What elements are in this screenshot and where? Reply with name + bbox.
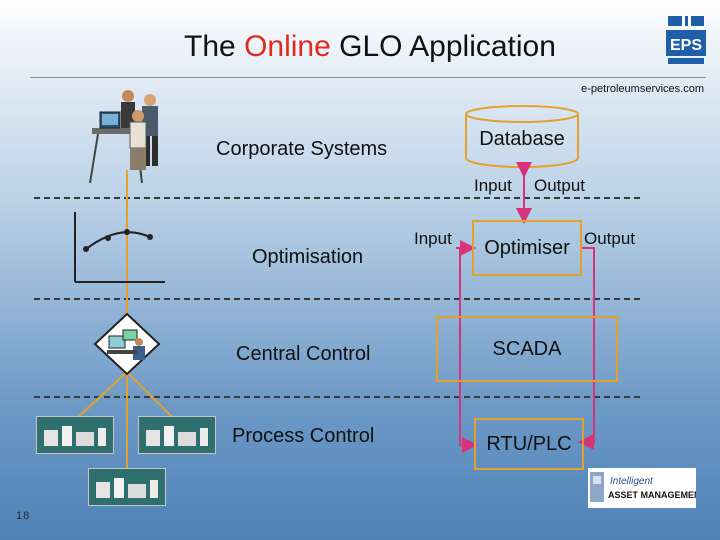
operator-workstation-illustration <box>93 312 161 381</box>
process-plant-icon <box>35 415 115 455</box>
office-workers-icon <box>89 90 158 184</box>
separator-3 <box>34 396 640 398</box>
badge-line1: Intelligent <box>610 476 654 487</box>
page-number: 18 <box>16 510 31 522</box>
plant-photo-left <box>35 415 115 459</box>
scada-label: SCADA <box>492 337 562 360</box>
eps-logo: EPS <box>664 14 708 71</box>
process-plant-icon <box>137 415 217 455</box>
website-url: e-petroleumservices.com <box>581 83 704 95</box>
db-output-label: Output <box>534 176 586 195</box>
database-label: Database <box>479 128 565 150</box>
optimisation-curve-icon <box>74 212 165 283</box>
db-input-label: Input <box>474 176 512 195</box>
opt-output-label: Output <box>584 229 636 248</box>
title-accent: Online <box>244 30 331 63</box>
asset-management-logo-icon: Intelligent ASSET MANAGEMENT <box>588 468 707 508</box>
rtu-plc-label: RTU/PLC <box>486 432 572 455</box>
process-control-label: Process Control <box>232 425 375 447</box>
corporate-people-illustration <box>80 88 170 193</box>
optimisation-label: Optimisation <box>252 246 364 268</box>
title-rule <box>30 77 706 78</box>
line-central-to-plant-left <box>74 371 128 421</box>
plant-photo-bottom <box>87 467 167 511</box>
badge-line2: ASSET MANAGEMENT <box>608 490 696 500</box>
line-central-to-plant-right <box>126 371 176 421</box>
rtu-plc-box: RTU/PLC <box>474 418 584 470</box>
operator-icon <box>93 312 161 376</box>
optimiser-label: Optimiser <box>484 236 570 259</box>
corporate-systems-label: Corporate Systems <box>216 138 388 160</box>
scada-box: SCADA <box>436 316 618 382</box>
opt-input-label: Input <box>414 229 452 248</box>
intelligent-asset-management-badge: Intelligent ASSET MANAGEMENT <box>588 468 707 513</box>
optimiser-box: Optimiser <box>472 220 582 276</box>
page-title: The Online GLO Application <box>0 30 720 64</box>
logo-text: EPS <box>670 37 702 54</box>
optimiser-to-rtu-arrow <box>578 247 595 450</box>
process-plant-icon <box>87 467 167 507</box>
central-control-label: Central Control <box>236 343 371 365</box>
rtu-to-optimiser-arrow <box>456 247 478 453</box>
title-suffix: GLO Application <box>330 30 556 63</box>
separator-2 <box>34 298 640 300</box>
plant-photo-right <box>137 415 217 459</box>
separator-1 <box>34 197 640 199</box>
title-prefix: The <box>184 30 245 63</box>
eps-logo-icon: EPS <box>666 14 706 64</box>
